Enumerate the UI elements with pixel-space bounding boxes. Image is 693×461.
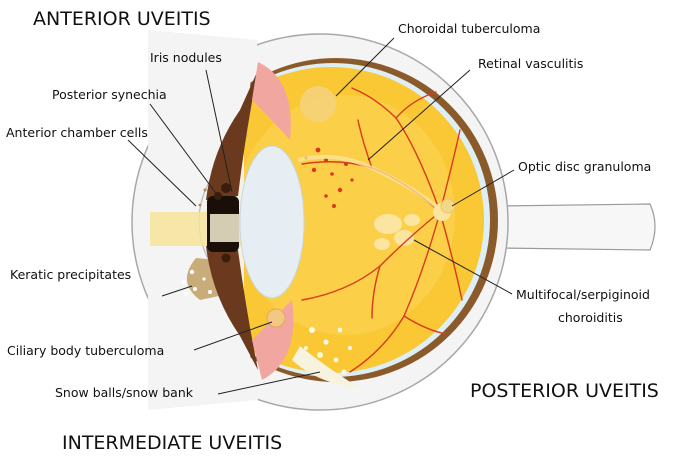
keratic-precipitates-dots xyxy=(181,269,212,296)
beam-through-pupil xyxy=(210,214,240,242)
label-keratic-precipitates: Keratic precipitates xyxy=(10,267,131,282)
label-optic-disc-granuloma: Optic disc granuloma xyxy=(518,159,651,174)
iris-lower xyxy=(206,246,258,370)
heading-anterior-uveitis: ANTERIOR UVEITIS xyxy=(33,8,211,30)
label-ciliary-body-tuberculoma: Ciliary body tuberculoma xyxy=(7,343,164,358)
leader-lines xyxy=(127,37,515,395)
label-posterior-synechia: Posterior synechia xyxy=(52,87,167,102)
optic-nerve xyxy=(499,203,656,251)
iris-upper xyxy=(206,70,258,200)
label-choroidal-tuberculoma: Choroidal tuberculoma xyxy=(398,21,540,36)
heading-posterior-uveitis: POSTERIOR UVEITIS xyxy=(470,380,659,402)
snow-bank xyxy=(292,346,360,388)
label-anterior-chamber-cells: Anterior chamber cells xyxy=(6,125,148,140)
label-choroiditis: choroiditis xyxy=(558,310,623,325)
ciliary-body-tuberculoma xyxy=(266,308,286,328)
label-snow-balls-snow-bank: Snow balls/snow bank xyxy=(55,385,194,400)
ciliary-body-upper xyxy=(252,62,291,140)
label-retinal-vasculitis: Retinal vasculitis xyxy=(478,56,583,71)
label-multifocal-serpiginoid: Multifocal/serpiginoid xyxy=(516,287,650,302)
snow-balls xyxy=(304,327,353,375)
lens xyxy=(239,145,305,299)
vasculitis-sheathing xyxy=(297,154,438,208)
choroidal-tuberculoma xyxy=(300,86,336,122)
heading-intermediate-uveitis: INTERMEDIATE UVEITIS xyxy=(62,432,282,454)
optic-disc-granuloma xyxy=(440,198,456,214)
label-iris-nodules: Iris nodules xyxy=(150,50,222,65)
multifocal-choroiditis-patches xyxy=(374,214,420,250)
